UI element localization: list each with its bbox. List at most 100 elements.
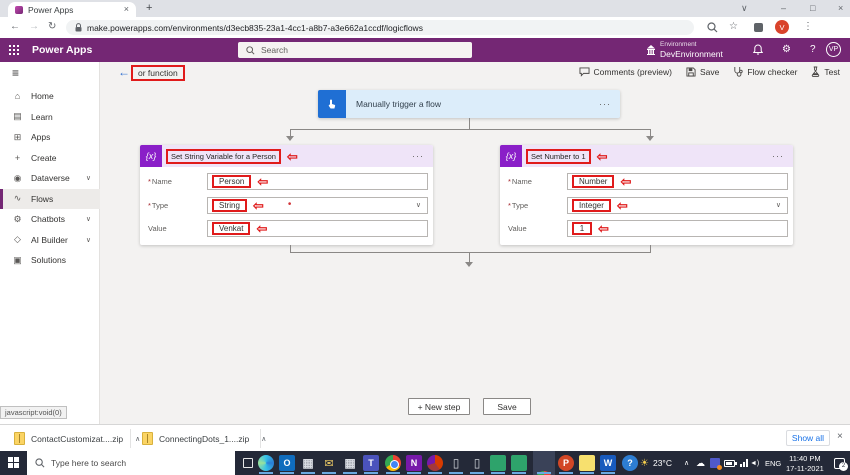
teams-tray-icon[interactable]	[710, 451, 722, 475]
sidebar-item-solutions[interactable]: ▣Solutions	[0, 250, 100, 271]
address-bar[interactable]: make.powerapps.com/environments/d3ecb835…	[66, 20, 694, 35]
notification-badge: 2	[839, 461, 848, 471]
sidebar-item-chatbots[interactable]: ⚙Chatbots∨	[0, 209, 100, 230]
close-window-icon[interactable]: ×	[838, 3, 844, 13]
download-filename: ConnectingDots_1....zip	[159, 433, 250, 444]
minimize-icon[interactable]: –	[781, 3, 787, 13]
action-card-set-number[interactable]: {x} Set Number to 1 ⇦ ··· *Name Number ⇦…	[500, 145, 793, 245]
window-menu-icon[interactable]: ∨	[741, 3, 748, 13]
sidebar-item-home[interactable]: ⌂Home	[0, 86, 100, 107]
status-tooltip: javascript:void(0)	[0, 406, 67, 419]
taskbar-powerpoint-icon[interactable]: P	[558, 455, 574, 471]
action-menu-icon[interactable]: ···	[412, 151, 424, 161]
clock-date: 17-11-2021	[786, 464, 824, 474]
language-indicator[interactable]: ENG	[765, 458, 782, 468]
tray-expand-icon[interactable]: ∧	[684, 460, 690, 467]
browser-menu-icon[interactable]: ⋮	[803, 21, 813, 32]
browser-zoom-icon[interactable]	[707, 22, 718, 33]
account-avatar[interactable]: VP	[826, 42, 841, 57]
trigger-card[interactable]: Manually trigger a flow ···	[318, 90, 620, 118]
field-label: *Type	[508, 200, 529, 210]
save-button[interactable]: Save	[686, 67, 719, 77]
value-input[interactable]: Venkat ⇦	[207, 220, 428, 237]
action-menu-icon[interactable]: ···	[772, 151, 784, 161]
sidebar-item-apps[interactable]: ⊞Apps	[0, 127, 100, 148]
value-input[interactable]: 1 ⇦	[567, 220, 788, 237]
sidebar-item-create[interactable]: +Create	[0, 148, 100, 169]
settings-gear-icon[interactable]: ⚙	[782, 44, 791, 55]
taskbar-office-icon[interactable]	[427, 455, 443, 471]
taskbar-search[interactable]: Type here to search	[27, 451, 235, 475]
notifications-bell-icon[interactable]	[753, 44, 763, 56]
trigger-menu-icon[interactable]: ···	[599, 99, 611, 109]
taskbar-clock[interactable]: 11:40 PM 17-11-2021	[786, 454, 824, 474]
browser-back-icon[interactable]: ←	[10, 21, 20, 32]
sidebar-item-flows[interactable]: ∿Flows	[0, 188, 100, 209]
download-item[interactable]: ContactCustomizat....zip ∧	[14, 429, 140, 448]
browser-profile-avatar[interactable]: V	[775, 20, 789, 34]
comments-button[interactable]: Comments (preview)	[579, 67, 672, 77]
taskbar-stickynotes-icon[interactable]	[579, 455, 595, 471]
battery-icon[interactable]	[724, 451, 737, 475]
action-center-icon[interactable]: 2	[834, 451, 848, 475]
speaker-icon[interactable]: ◄)	[750, 459, 760, 467]
flow-name[interactable]: or function	[131, 65, 185, 81]
start-button[interactable]	[8, 457, 19, 468]
task-view-icon[interactable]	[243, 458, 253, 468]
downloads-close-icon[interactable]: ×	[837, 431, 843, 442]
taskbar-onenote-icon[interactable]: N	[406, 455, 422, 471]
onedrive-cloud-icon[interactable]: ☁	[696, 457, 705, 468]
taskbar-calendar-icon[interactable]: ▦	[302, 456, 314, 470]
network-signal-icon[interactable]	[740, 459, 748, 467]
back-arrow-icon[interactable]: ←	[118, 65, 130, 79]
download-caret-icon[interactable]: ∧	[261, 435, 267, 443]
taskbar-outlook-icon[interactable]: O	[279, 455, 295, 471]
waffle-menu-icon[interactable]	[9, 45, 19, 55]
sidebar-label: Flows	[31, 193, 54, 204]
taskbar-word-icon[interactable]: W	[600, 455, 616, 471]
action-title: Set Number to 1	[526, 148, 591, 164]
tab-close-icon[interactable]: ×	[123, 4, 129, 14]
maximize-icon[interactable]: □	[810, 3, 816, 13]
taskbar-notepad-icon[interactable]: ▯	[452, 456, 460, 470]
sidebar-hamburger-icon[interactable]: ≡	[12, 66, 20, 80]
dataverse-icon: ◉	[13, 172, 22, 183]
browser-reload-icon[interactable]: ↻	[48, 21, 57, 32]
show-all-downloads-button[interactable]: Show all	[786, 430, 830, 446]
download-item[interactable]: ConnectingDots_1....zip ∧	[142, 429, 266, 448]
extensions-icon[interactable]	[754, 23, 763, 32]
flow-checker-button[interactable]: Flow checker	[733, 66, 797, 77]
browser-forward-icon[interactable]: →	[29, 21, 39, 32]
taskbar-mail-icon[interactable]: ✉	[324, 457, 334, 470]
name-input[interactable]: Number ⇦	[567, 173, 788, 190]
type-dropdown[interactable]: String ⇦ • ∨	[207, 196, 428, 214]
browser-tab[interactable]: Power Apps ×	[8, 2, 136, 17]
taskbar-teams-icon[interactable]: T	[363, 455, 379, 471]
taskbar-screenshare-icon[interactable]	[511, 455, 527, 471]
new-tab-button[interactable]: +	[146, 2, 153, 14]
new-step-button[interactable]: + New step	[408, 398, 470, 415]
taskbar-sheet-icon[interactable]: ▦	[344, 456, 356, 470]
name-input[interactable]: Person ⇦	[207, 173, 428, 190]
test-button[interactable]: Test	[811, 66, 840, 77]
app-brand[interactable]: Power Apps	[32, 44, 93, 56]
sidebar-item-learn[interactable]: ▤Learn	[0, 107, 100, 128]
taskbar-screenshare-icon[interactable]	[490, 455, 506, 471]
download-caret-icon[interactable]: ∧	[135, 435, 141, 443]
taskbar-notepad-icon[interactable]: ▯	[473, 456, 481, 470]
help-icon[interactable]: ?	[810, 44, 816, 55]
sidebar-item-ai-builder[interactable]: ◇AI Builder∨	[0, 230, 100, 251]
save-flow-button[interactable]: Save	[483, 398, 531, 415]
action-card-set-string-variable[interactable]: {x} Set String Variable for a Person ⇦ ·…	[140, 145, 433, 245]
action-card-header[interactable]: {x} Set String Variable for a Person ⇦ ·…	[140, 145, 433, 167]
environment-picker[interactable]: Environment DevEnvironment	[660, 41, 723, 59]
weather-widget[interactable]: ☀ 23°C	[640, 451, 672, 475]
action-card-header[interactable]: {x} Set Number to 1 ⇦ ···	[500, 145, 793, 167]
app-search-box[interactable]: Search	[238, 42, 472, 58]
taskbar-help-icon[interactable]: ?	[622, 455, 638, 471]
bookmark-star-icon[interactable]: ☆	[729, 21, 738, 32]
taskbar-chrome-icon[interactable]	[385, 455, 401, 471]
taskbar-edge-icon[interactable]	[258, 455, 274, 471]
type-dropdown[interactable]: Integer ⇦ ∨	[567, 196, 788, 214]
sidebar-item-dataverse[interactable]: ◉Dataverse∨	[0, 168, 100, 189]
